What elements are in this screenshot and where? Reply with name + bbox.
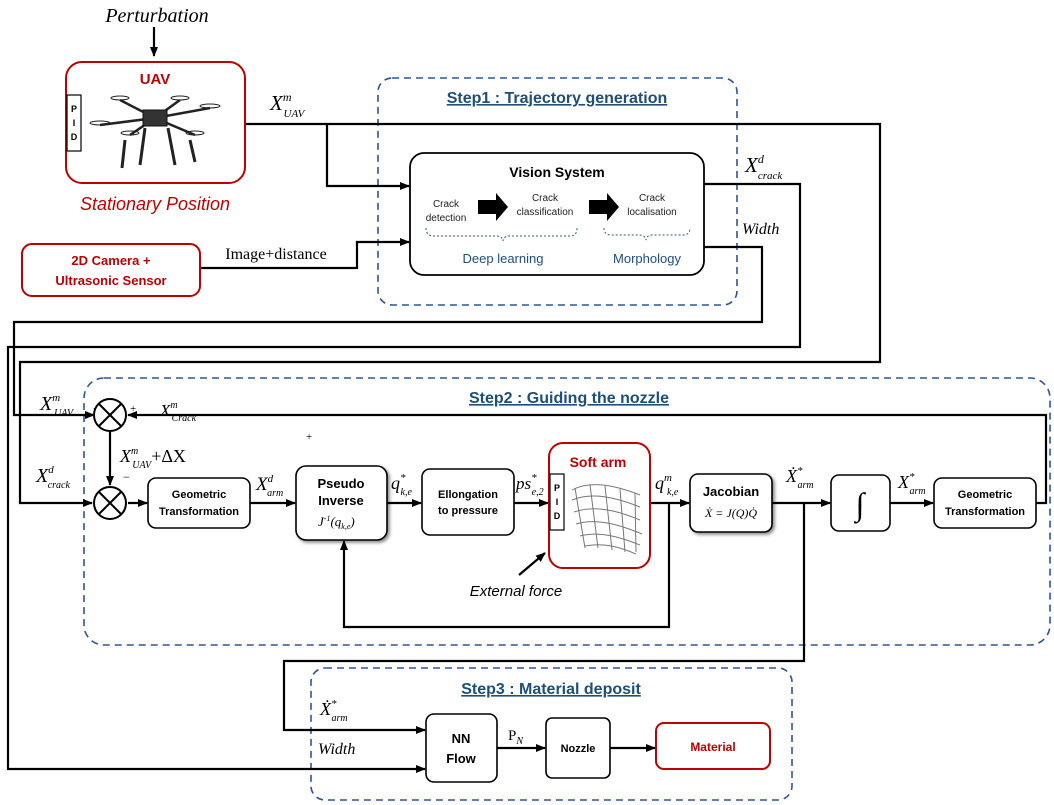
pseudo-formula: J-1(qk,e) — [318, 514, 355, 531]
camera-line2: Ultrasonic Sensor — [55, 273, 166, 288]
crack-detection-l2: detection — [426, 213, 467, 224]
elong-l2: to pressure — [438, 505, 498, 517]
crack-localisation-l2: localisation — [627, 207, 676, 218]
step1-title: Step1 : Trajectory generation — [447, 90, 668, 107]
elong-l1: Ellongation — [438, 489, 498, 501]
uav-subtitle: Stationary Position — [80, 194, 230, 214]
deep-learning-brace — [425, 227, 578, 242]
minus-sign: − — [123, 470, 130, 484]
soft-pid-d: D — [554, 511, 561, 521]
step2-title: Step2 : Guiding the nozzle — [469, 390, 669, 407]
soft-arm-pid-box — [549, 473, 565, 531]
nozzle-label: Nozzle — [561, 743, 596, 755]
uav-pid-i: I — [73, 118, 76, 128]
plus-sign-3: + — [306, 431, 312, 443]
morphology-brace — [603, 227, 691, 241]
uav-pid-box — [66, 94, 82, 152]
deep-learning-label: Deep learning — [463, 251, 544, 266]
soft-arm-block — [548, 442, 651, 569]
external-force-label: External force — [470, 583, 563, 600]
soft-arm-icon — [571, 484, 643, 555]
summing-junction-top — [93, 398, 127, 432]
width-output-label: Width — [742, 221, 779, 238]
crack-detection-l1: Crack — [433, 199, 460, 210]
connection-lines — [6, 27, 1048, 773]
nn-flow-block — [425, 713, 498, 783]
material-block — [655, 722, 771, 770]
morphology-label: Morphology — [613, 251, 681, 266]
crack-localisation-l1: Crack — [639, 193, 666, 204]
soft-pid-p: P — [554, 483, 560, 493]
crack-classification-l2: classification — [517, 207, 574, 218]
pseudo-inverse-block — [295, 465, 388, 541]
nozzle-block — [545, 717, 611, 779]
vision-title: Vision System — [509, 164, 604, 180]
pn-label: PN — [508, 728, 524, 747]
soft-arm-title: Soft arm — [570, 454, 627, 470]
material-label: Material — [690, 740, 735, 754]
arrow-icon-2 — [589, 193, 619, 221]
plus-sign-2: + — [130, 403, 136, 415]
camera-block — [21, 243, 201, 297]
elongation-block — [421, 468, 515, 536]
jacobian-formula: Ẋ = J(Q)Q̇ — [704, 506, 757, 520]
drone-icon — [89, 95, 221, 169]
uav-title: UAV — [140, 71, 171, 88]
step1-region — [377, 77, 738, 306]
x-arm-star-label: X*arm — [897, 471, 926, 497]
crack-classification-l1: Crack — [532, 193, 559, 204]
integral-icon: ∫ — [854, 486, 867, 524]
uav-pid-d: D — [71, 132, 78, 142]
geo-left-l1: Geometric — [172, 489, 226, 501]
geo-left-l2: Transformation — [159, 506, 239, 518]
integrator-block — [830, 474, 891, 532]
geometric-transform-left — [147, 477, 251, 529]
geo-right-l1: Geometric — [958, 489, 1012, 501]
nn-flow-l1: NN — [452, 731, 471, 746]
step3-title: Step3 : Material deposit — [461, 681, 641, 698]
soft-pid-i: I — [556, 497, 559, 507]
camera-line1: 2D Camera + — [71, 253, 151, 268]
step2-region — [83, 377, 1051, 646]
perturbation-label: Perturbation — [104, 5, 208, 27]
geo-right-l2: Transformation — [945, 506, 1025, 518]
jacobian-title: Jacobian — [703, 484, 759, 499]
width-step3-label: Width — [318, 741, 355, 758]
q-star-label: q*k,e — [391, 472, 412, 498]
pseudo-l1: Pseudo — [318, 476, 365, 491]
camera-edge-label: Image+distance — [225, 246, 326, 263]
arrow-icon-1 — [478, 193, 508, 221]
ps-label: ps*e,2 — [515, 472, 544, 498]
pseudo-l2: Inverse — [318, 493, 364, 508]
nn-flow-l2: Flow — [446, 751, 476, 766]
vision-system-block — [409, 152, 705, 276]
xdot-step3-label: Ẋ*arm — [319, 698, 348, 724]
uav-pid-p: P — [71, 104, 77, 114]
summing-junction-bottom — [93, 486, 127, 520]
geometric-transform-right — [933, 477, 1037, 529]
jacobian-block — [689, 473, 773, 533]
xdot-arm-label: Ẋ*arm — [785, 465, 814, 491]
